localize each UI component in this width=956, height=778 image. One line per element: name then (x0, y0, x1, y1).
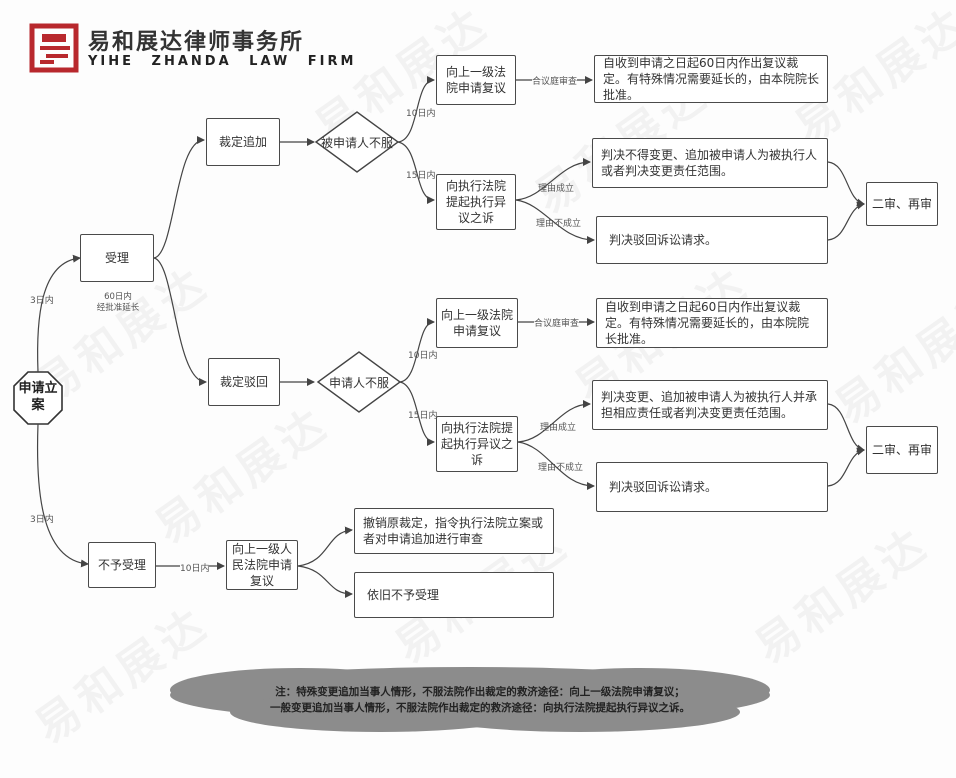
edge-label-line: 60日内 (104, 292, 132, 302)
edge-label: 60日内 经批准延长 (90, 292, 146, 314)
edge-label: 10日内 (408, 351, 438, 361)
node-judgment-no-change: 判决不得变更、追加被申请人为被执行人或者判决变更责任范围。 (592, 138, 828, 188)
node-revoke-ruling: 撤销原裁定，指令执行法院立案或者对申请追加进行审查 (354, 508, 554, 554)
node-ruling-add: 裁定追加 (206, 118, 280, 166)
node-second-trial-1: 二审、再审 (866, 182, 938, 226)
firm-name-cn: 易和展达律师事务所 (88, 30, 305, 55)
edge-label: 15日内 (406, 171, 436, 181)
firm-name-en: YIHE ZHANDA LAW FIRM (88, 54, 357, 69)
edge-label: 3日内 (30, 296, 54, 306)
diamond-respondent-label: 被申请人不服 (320, 136, 393, 150)
note-cloud (170, 667, 770, 732)
start-octagon (13, 371, 63, 425)
node-accept: 受理 (80, 234, 154, 282)
node-objection-suit-1: 向执行法院提起执行异议之诉 (436, 174, 516, 230)
edge-label: 理由成立 (540, 423, 577, 433)
diamond-applicant-label: 申请人不服 (328, 376, 389, 390)
edge-label-line: 经批准延长 (96, 303, 140, 313)
edge-label: 10日内 (180, 561, 210, 574)
edge-label: 3日内 (30, 515, 54, 525)
start-label: 申请立案 (18, 381, 58, 413)
node-review-result-1: 自收到申请之日起60日内作出复议裁定。有特殊情况需要延长的，由本院院长批准。 (594, 55, 828, 103)
node-upper-court-review: 向上一级人民法院申请复议 (226, 540, 298, 590)
footnote-line-2: 一般变更追加当事人情形，不服法院作出裁定的救济途径：向执行法院提起执行异议之诉。 (270, 702, 690, 714)
node-judgment-reject-1: 判决驳回诉讼请求。 (596, 216, 828, 264)
node-judgment-reject-2: 判决驳回诉讼请求。 (596, 462, 828, 512)
logo-mark (29, 23, 79, 73)
footnote: 注：特殊变更追加当事人情形，不服法院作出裁定的救济途径：向上一级法院申请复议； … (240, 684, 720, 716)
node-ruling-reject: 裁定驳回 (208, 358, 280, 406)
node-still-not-accept: 依旧不予受理 (354, 572, 554, 618)
node-review-upper-2: 向上一级法院申请复议 (436, 298, 518, 348)
edge-label: 理由不成立 (536, 219, 582, 229)
edge-label: 10日内 (406, 109, 436, 119)
edge-label: 理由成立 (538, 184, 575, 194)
edge-label: 15日内 (408, 411, 438, 421)
footnote-line-1: 注：特殊变更追加当事人情形，不服法院作出裁定的救济途径：向上一级法院申请复议； (275, 686, 685, 698)
node-not-accept: 不予受理 (88, 542, 156, 588)
node-review-upper-1: 向上一级法院申请复议 (436, 55, 516, 105)
edge-label: 理由不成立 (538, 463, 584, 473)
edge-label: 合议庭审查 (534, 316, 580, 329)
node-objection-suit-2: 向执行法院提起执行异议之诉 (436, 416, 518, 472)
edge-label: 合议庭审查 (532, 74, 578, 87)
node-review-result-2: 自收到申请之日起60日内作出复议裁定。有特殊情况需要延长的，由本院院长批准。 (596, 298, 828, 348)
node-judgment-change: 判决变更、追加被申请人为被执行人并承担相应责任或者判决变更责任范围。 (592, 380, 828, 430)
node-second-trial-2: 二审、再审 (866, 426, 938, 474)
